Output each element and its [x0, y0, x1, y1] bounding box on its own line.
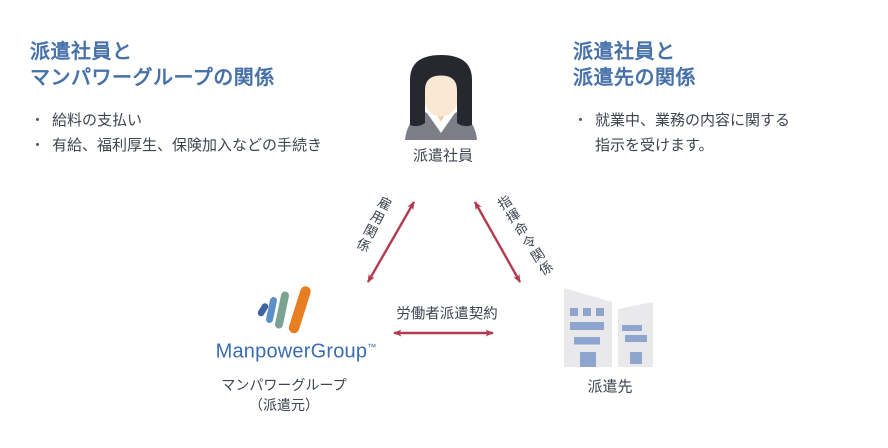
bullet-marker: ・	[30, 136, 46, 154]
manpowergroup-wordmark: ManpowerGroup™	[216, 341, 377, 364]
worker-client-bullets: ・ 就業中、業務の内容に関する 指示を受けます。	[573, 108, 863, 158]
bullet-marker: ・	[573, 111, 589, 129]
client-buildings-icon	[564, 288, 653, 367]
agency-sublabel: （派遣元）	[249, 397, 319, 413]
worker-agency-panel: 派遣社員と マンパワーグループの関係 ・ 給料の支払い ・ 有給、福利厚生、保険…	[30, 22, 370, 158]
direction-relation-arrow	[473, 201, 522, 283]
bullet-text: 有給、福利厚生、保険加入などの手続き	[52, 136, 323, 154]
bullet-text: 給料の支払い	[52, 111, 143, 129]
worker-client-panel: 派遣社員と 派遣先の関係 ・ 就業中、業務の内容に関する 指示を受けます。	[573, 22, 863, 158]
heading-line: 派遣社員と	[30, 40, 133, 63]
employment-relation-arrow	[366, 201, 416, 283]
worker-agency-heading: 派遣社員と マンパワーグループの関係	[30, 39, 370, 91]
worker-avatar-icon	[405, 55, 477, 140]
trademark-symbol: ™	[367, 341, 377, 352]
bullet-marker: ・	[30, 111, 46, 129]
client-label: 派遣先	[587, 378, 633, 396]
bullet-text: 就業中、業務の内容に関する 指示を受けます。	[595, 108, 790, 158]
manpowergroup-logo-icon	[257, 286, 311, 334]
bullet-text-line: 指示を受けます。	[595, 136, 714, 154]
worker-client-heading: 派遣社員と 派遣先の関係	[573, 39, 863, 91]
worker-agency-bullets: ・ 給料の支払い ・ 有給、福利厚生、保険加入などの手続き	[30, 108, 370, 158]
bullet-item: ・ 有給、福利厚生、保険加入などの手続き	[30, 133, 370, 158]
heading-line: 派遣先の関係	[573, 66, 696, 89]
bullet-item: ・ 就業中、業務の内容に関する 指示を受けます。	[573, 108, 863, 158]
heading-line: 派遣社員と	[573, 40, 676, 63]
dispatch-contract-label: 労働者派遣契約	[396, 306, 498, 323]
worker-label: 派遣社員	[412, 147, 474, 165]
agency-label: マンパワーグループ	[221, 377, 347, 393]
bullet-item: ・ 給料の支払い	[30, 108, 370, 133]
heading-line: マンパワーグループの関係	[30, 66, 275, 89]
bullet-text-line: 就業中、業務の内容に関する	[595, 111, 791, 129]
wordmark-text: ManpowerGroup	[215, 340, 368, 363]
